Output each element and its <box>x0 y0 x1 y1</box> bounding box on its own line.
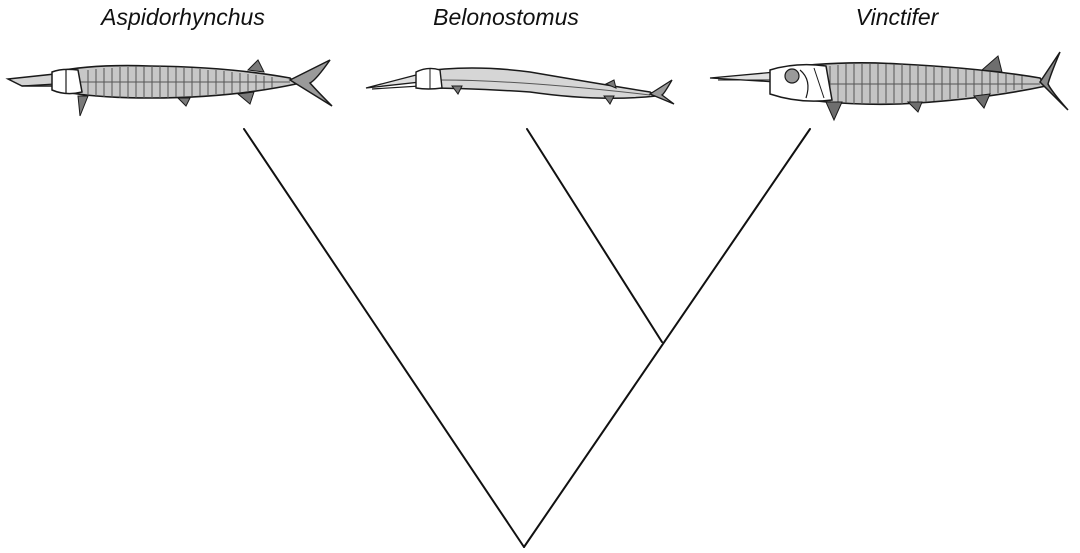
branch-aspidorhynchus <box>244 129 524 547</box>
branch-belonostomus <box>527 129 662 342</box>
